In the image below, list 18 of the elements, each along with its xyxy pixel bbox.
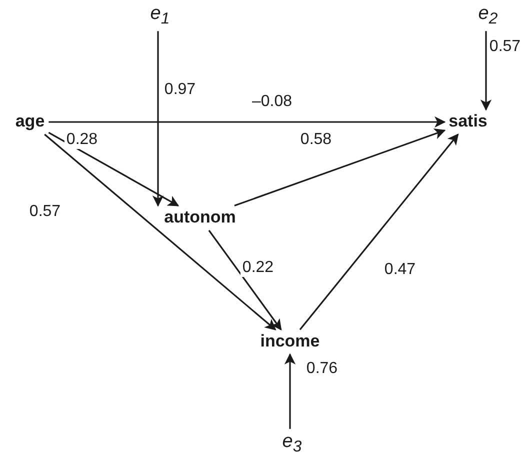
variable-label: age: [13, 112, 47, 132]
arrow: [284, 353, 296, 429]
arrow: [234, 128, 446, 206]
edge-label: 0.22: [240, 259, 276, 277]
arrow: [48, 116, 446, 128]
arrow: [299, 133, 459, 330]
variable-label: income: [258, 332, 322, 352]
arrow: [48, 132, 180, 206]
variable-label: autonom: [162, 208, 238, 228]
error-term-label: e$_{1}$: [148, 2, 172, 30]
error-term-label: e$_{2}$: [476, 2, 500, 30]
error-term-label: e$_{3}$: [280, 430, 304, 458]
arrow: [44, 134, 276, 330]
edge-label: 0.28: [64, 131, 100, 149]
arrow: [152, 31, 164, 207]
arrow: [208, 230, 282, 331]
variable-label: satis: [446, 112, 490, 132]
arrow: [480, 31, 492, 111]
